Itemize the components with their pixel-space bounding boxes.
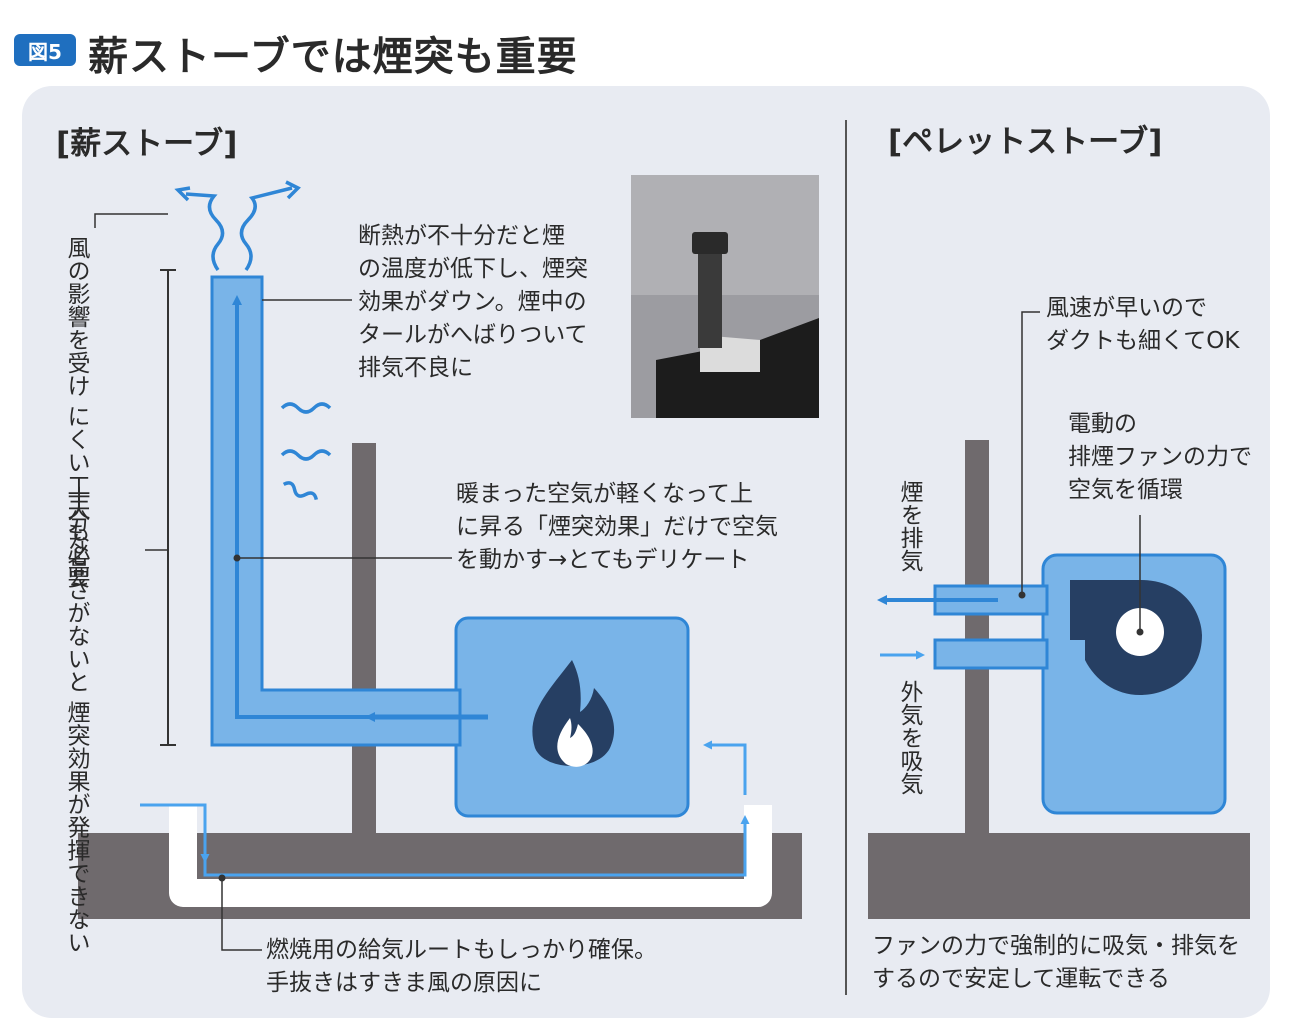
- chimney-photo: [631, 175, 819, 418]
- note-height: 十分な高さがないと 煙突効果が発揮できない: [63, 486, 89, 954]
- leader-duct: [1021, 311, 1040, 595]
- smoke-right: [239, 186, 293, 272]
- note-wind: 風の影響を受け にくい工夫も必要: [63, 236, 89, 589]
- note-chimney-effect: 暖まった空気が軽くなって上 に昇る「煙突効果」だけで空気 を動かす→とてもデリケ…: [456, 481, 778, 573]
- note-pellet-bottom: ファンの力で強制的に吸気・排気を するので安定して運転できる: [872, 933, 1240, 992]
- note-duct: 風速が早いので ダクトも細くてOK: [1046, 295, 1240, 354]
- note-insulation: 断熱が不十分だと煙 の温度が低下し、煙突 効果がダウン。煙中の タールがへばりつ…: [358, 223, 588, 381]
- wood-stove-heading: [薪ストーブ]: [56, 126, 238, 162]
- wall-pellet: [965, 440, 989, 835]
- stove-intake-arrow: [703, 740, 747, 795]
- wall-wood: [352, 443, 376, 835]
- note-fan: 電動の 排煙ファンの力で 空気を循環: [1068, 411, 1252, 503]
- note-air-route: 燃焼用の給気ルートもしっかり確保。 手抜きはすきま風の原因に: [266, 937, 657, 996]
- figure-badge: 図5: [14, 34, 76, 66]
- heat-wave-2: [280, 449, 332, 461]
- heat-wave-1: [280, 402, 332, 414]
- underfloor-airflow: [140, 803, 750, 877]
- flame-icon: [532, 660, 615, 767]
- underfloor-duct: [169, 805, 772, 907]
- leader-wind: [94, 213, 168, 228]
- floor-pellet: [868, 833, 1250, 919]
- label-intake: 外気を吸気: [896, 680, 922, 795]
- pellet-stove-heading: [ペレットストーブ]: [888, 124, 1163, 160]
- smoke-left: [185, 192, 225, 272]
- figure-title: 薪ストーブでは煙突も重要: [88, 34, 578, 80]
- heat-wave-3: [282, 481, 319, 501]
- leader-air-route: [221, 878, 262, 951]
- intake-duct: [933, 638, 1049, 670]
- label-exhaust: 煙を排気: [896, 480, 922, 572]
